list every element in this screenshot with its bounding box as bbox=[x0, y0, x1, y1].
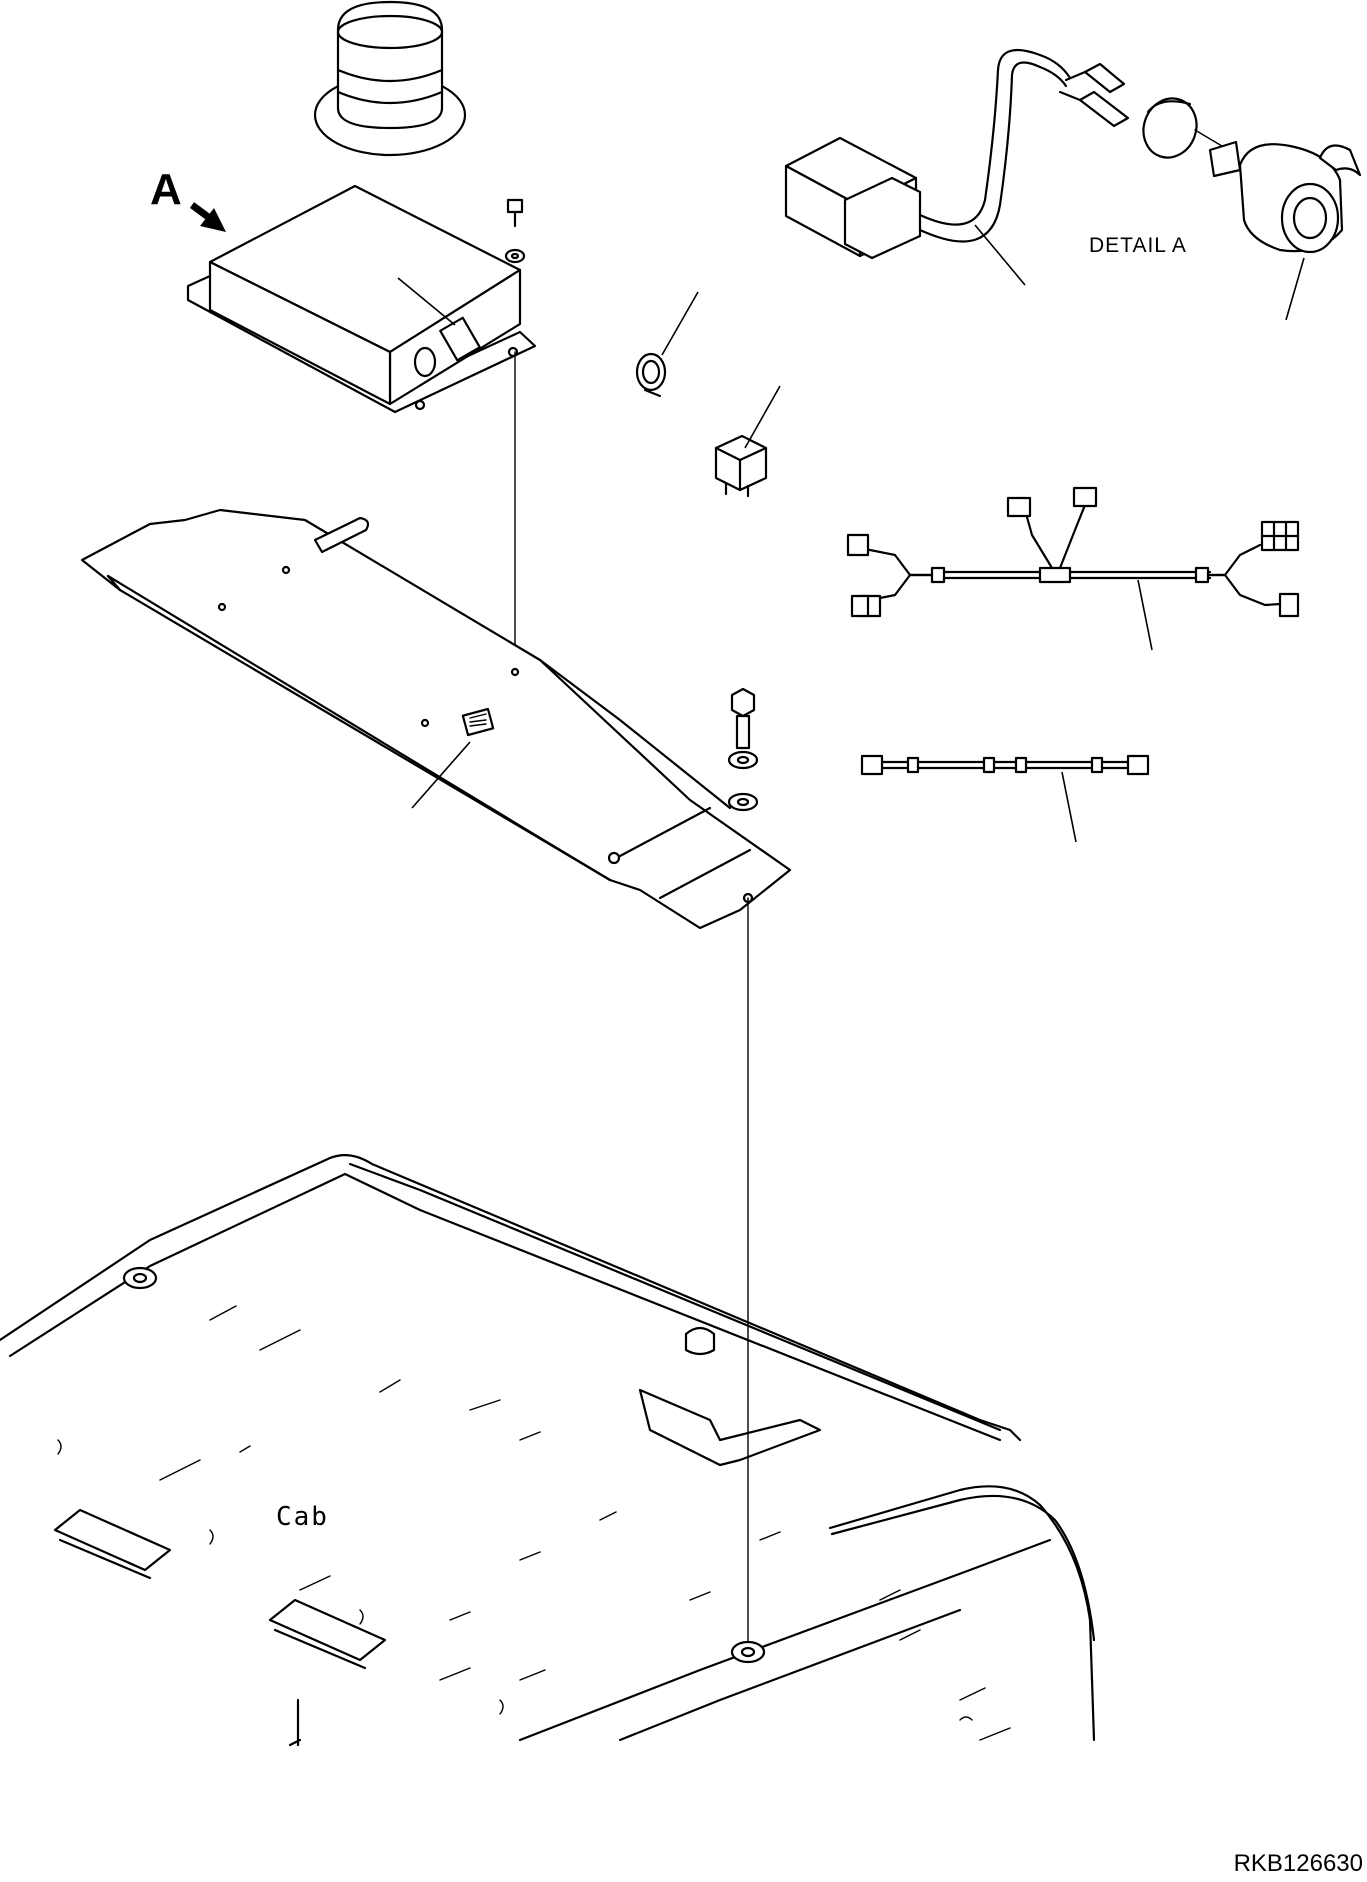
cab-roof[interactable] bbox=[0, 1153, 1096, 1747]
drawing-id: RKB126630 bbox=[1233, 1850, 1363, 1877]
wiring-harness-main[interactable] bbox=[846, 486, 1300, 618]
bolt-small[interactable] bbox=[504, 198, 526, 264]
power-outlet-socket[interactable] bbox=[1208, 140, 1362, 254]
mounting-bracket[interactable] bbox=[80, 508, 792, 930]
rotating-beacon[interactable] bbox=[313, 0, 467, 157]
outlet-harness[interactable] bbox=[784, 48, 1130, 260]
socket-cap[interactable] bbox=[1135, 91, 1204, 165]
detail-label: DETAIL A bbox=[1089, 234, 1187, 257]
view-marker-label: A bbox=[150, 165, 182, 214]
control-box[interactable] bbox=[186, 184, 537, 414]
washer[interactable] bbox=[727, 750, 759, 812]
clip[interactable] bbox=[635, 352, 667, 398]
wiring-harness-sub[interactable] bbox=[860, 754, 1150, 776]
nut-right bbox=[730, 1640, 766, 1664]
bolt[interactable] bbox=[730, 687, 756, 750]
view-arrow-icon bbox=[189, 202, 226, 232]
cab-label: Cab bbox=[276, 1502, 329, 1532]
relay[interactable] bbox=[714, 434, 768, 498]
nut-left bbox=[122, 1266, 158, 1290]
